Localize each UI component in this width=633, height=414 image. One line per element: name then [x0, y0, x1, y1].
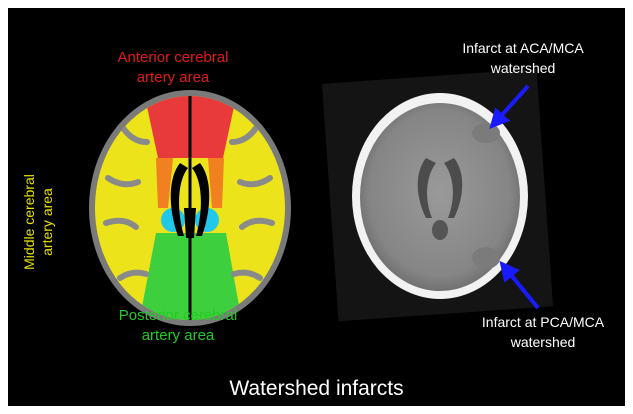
middle-label-line2: artery area	[38, 162, 56, 282]
posterior-label-line2: artery area	[88, 326, 268, 346]
middle-label-line1: Middle cerebral	[20, 162, 38, 282]
annotation-bottom-line2: watershed	[463, 332, 623, 352]
annotation-aca-mca: Infarct at ACA/MCA watershed	[438, 38, 608, 78]
figure-caption: Watershed infarcts	[8, 376, 625, 402]
annotation-pca-mca: Infarct at PCA/MCA watershed	[463, 312, 623, 352]
annotation-top-line2: watershed	[438, 58, 608, 78]
annotation-bottom-line1: Infarct at PCA/MCA	[463, 312, 623, 332]
annotation-top-line1: Infarct at ACA/MCA	[438, 38, 608, 58]
figure: Anterior cerebral artery area Middle cer…	[8, 8, 625, 406]
anterior-label-line2: artery area	[88, 68, 258, 88]
infarct-aca-mca	[472, 123, 500, 143]
anterior-cerebral-label: Anterior cerebral artery area	[88, 48, 258, 88]
territory-diagram	[88, 88, 298, 328]
anterior-label-line1: Anterior cerebral	[88, 48, 258, 68]
posterior-label-line1: Posterior cerebral	[88, 306, 268, 326]
middle-cerebral-label: Middle cerebral artery area	[20, 162, 56, 282]
posterior-cerebral-label: Posterior cerebral artery area	[88, 306, 268, 346]
infarct-pca-mca	[472, 247, 500, 269]
